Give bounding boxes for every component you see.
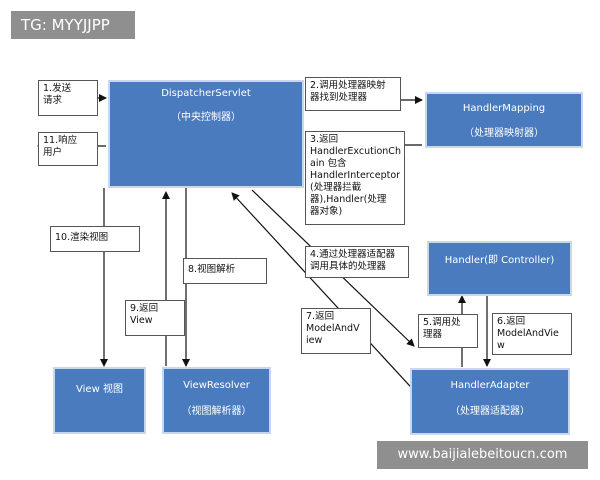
handler-controller-box: Handler(即 Controller) — [427, 241, 572, 296]
component-name: Handler(即 Controller) — [444, 255, 555, 266]
component-desc: （中央控制器） — [171, 112, 241, 123]
step-4-label: 4.通过处理器适配器 调用具体的处理器 — [305, 246, 409, 278]
watermark-top: TG: MYYJJPP — [11, 11, 135, 39]
watermark-bottom: www.baijialebeitoucn.com — [377, 441, 588, 469]
component-name: DispatcherServlet — [161, 88, 251, 99]
component-desc: （处理器适配器） — [450, 406, 530, 417]
step-10-label: 10.渲染视图 — [50, 226, 140, 252]
view-box: View 视图 — [53, 367, 146, 434]
handler-adapter-box: HandlerAdapter （处理器适配器） — [410, 368, 570, 435]
step-6-label: 6.返回 ModelAndVie w — [492, 313, 572, 355]
step-7-label: 7.返回 ModelAndV iew — [301, 308, 371, 354]
component-name: View 视图 — [76, 384, 123, 395]
step-1-label: 1.发送 请求 — [38, 80, 98, 116]
dispatcher-servlet-box: DispatcherServlet （中央控制器） — [108, 80, 304, 188]
component-desc: （视图解析器） — [181, 406, 252, 417]
view-resolver-box: ViewResolver （视图解析器） — [162, 367, 271, 434]
component-name: HandlerMapping — [462, 103, 546, 114]
step-2-label: 2.调用处理器映射 器找到处理器 — [305, 77, 401, 111]
component-name: ViewResolver — [183, 380, 250, 391]
component-name: HandlerAdapter — [450, 380, 530, 391]
step-3-label: 3.返回 HandlerExcutionCh ain 包含 HandlerInt… — [305, 131, 405, 225]
step-8-label: 8.视图解析 — [183, 258, 267, 284]
arrow-return-modelandview — [231, 192, 421, 398]
handler-mapping-box: HandlerMapping （处理器映射器） — [425, 92, 583, 148]
step-5-label: 5.调用处 理器 — [418, 314, 478, 348]
component-desc: （处理器映射器） — [464, 128, 544, 139]
step-11-label: 11.响应 用户 — [38, 132, 98, 166]
step-9-label: 9.返回 View — [125, 300, 185, 336]
